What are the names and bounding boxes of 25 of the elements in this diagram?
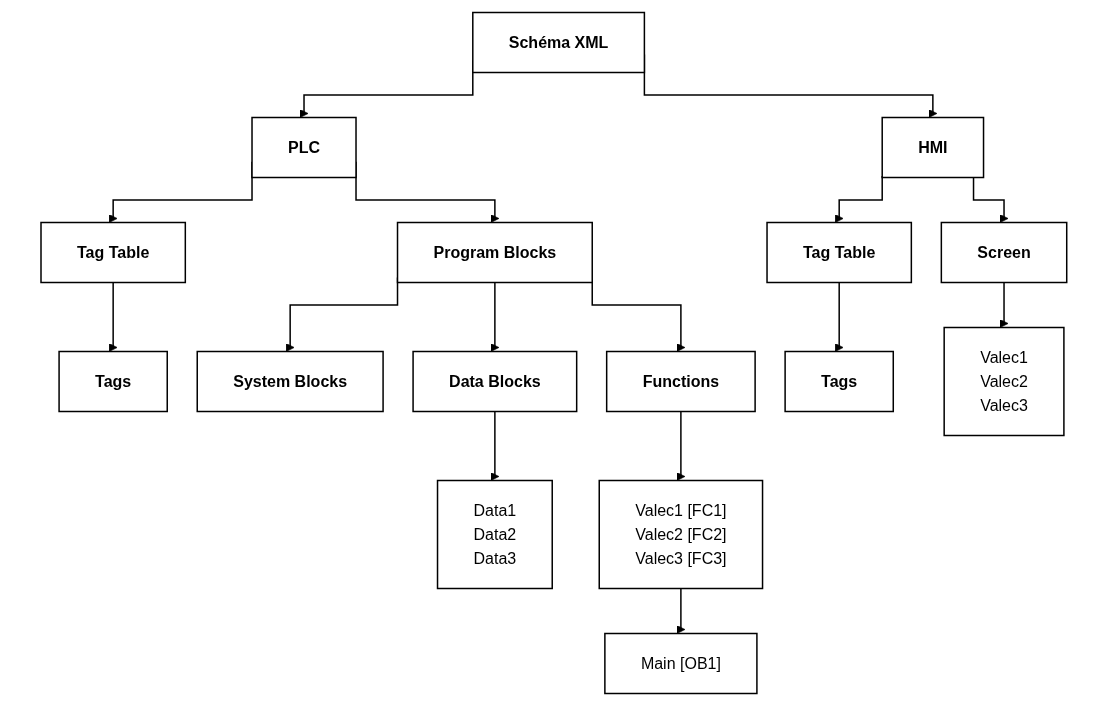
arrow bbox=[834, 175, 884, 223]
node-box: System Blocks bbox=[196, 350, 384, 413]
node-box: Tags bbox=[784, 350, 895, 413]
node-box: Valec1 Valec2 Valec3 bbox=[943, 326, 1065, 437]
node-box: Program Blocks bbox=[396, 221, 594, 284]
arrow bbox=[676, 587, 686, 634]
arrow bbox=[972, 176, 1009, 223]
arrow bbox=[490, 410, 500, 481]
node-box: Schéma XML bbox=[472, 11, 646, 74]
node-box: Tag Table bbox=[766, 221, 913, 284]
node-box: Tags bbox=[58, 350, 169, 413]
node-box: PLC bbox=[251, 116, 357, 179]
arrow bbox=[999, 281, 1009, 328]
node-box: HMI bbox=[881, 116, 985, 179]
node-box: Main [OB1] bbox=[604, 632, 758, 695]
arrow bbox=[108, 281, 118, 352]
node-box: Screen bbox=[940, 221, 1068, 284]
arrow bbox=[676, 410, 686, 481]
node-box: Data Blocks bbox=[412, 350, 578, 413]
arrow bbox=[834, 281, 844, 352]
node-box: Valec1 [FC1] Valec2 [FC2] Valec3 [FC3] bbox=[598, 479, 764, 590]
node-box: Tag Table bbox=[40, 221, 187, 284]
node-box: Data1 Data2 Data3 bbox=[436, 479, 554, 590]
node-box: Functions bbox=[606, 350, 756, 413]
arrow bbox=[490, 281, 500, 352]
